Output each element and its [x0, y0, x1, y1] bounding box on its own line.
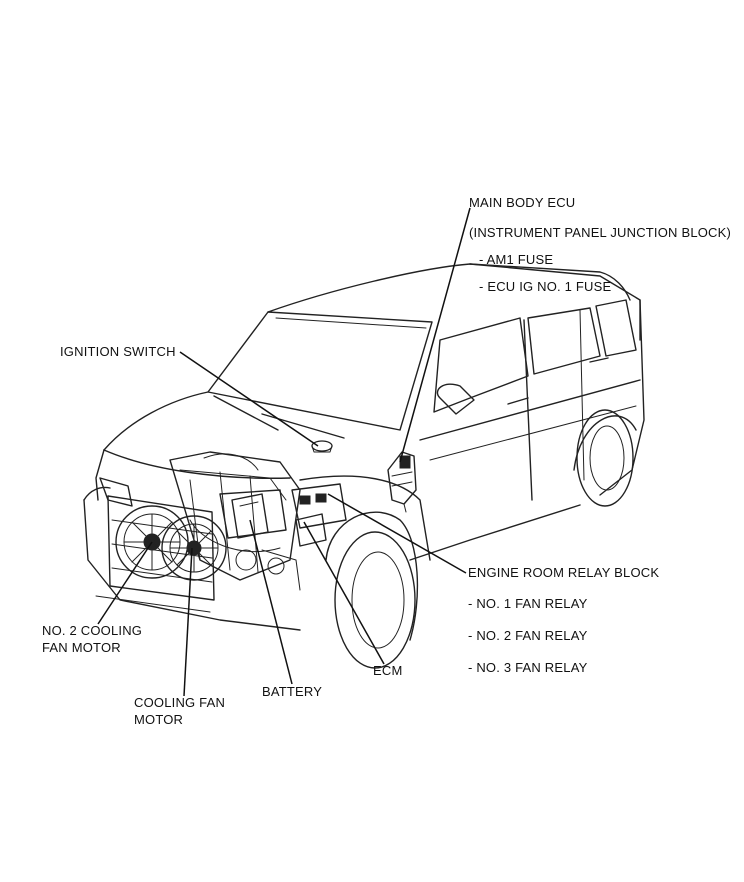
no2-cooling-fan-line2: FAN MOTOR — [42, 640, 121, 655]
car-body — [83, 263, 645, 669]
no2-cooling-fan-motor-label: NO. 2 COOLING FAN MOTOR — [42, 622, 142, 656]
engine-bay — [107, 451, 347, 601]
ignition-switch-text: IGNITION SWITCH — [60, 344, 176, 359]
ignition-switch-part — [311, 440, 333, 453]
cooling-fan-line2: MOTOR — [134, 712, 184, 727]
cooling-fan-motor-label: COOLING FAN MOTOR — [134, 694, 225, 728]
instrument-panel-jb-text: (INSTRUMENT PANEL JUNCTION BLOCK) — [469, 225, 732, 240]
main-body-ecu-text: MAIN BODY ECU — [469, 195, 576, 210]
cooling-fans — [115, 505, 227, 581]
fan-relay-3-label: - NO. 3 FAN RELAY — [468, 659, 587, 676]
battery-text: BATTERY — [262, 684, 323, 699]
leader-lines — [97, 207, 471, 697]
main-body-ecu-part — [387, 451, 417, 513]
ecu-ig-fuse-label: - ECU IG NO. 1 FUSE — [479, 278, 611, 295]
ecm-label: ECM — [373, 662, 403, 679]
instrument-panel-jb-label: (INSTRUMENT PANEL JUNCTION BLOCK) — [469, 224, 731, 241]
cooling-fan-line1: COOLING FAN — [134, 695, 226, 710]
ecu-ig-fuse-text: - ECU IG NO. 1 FUSE — [479, 279, 612, 294]
ecm-text: ECM — [373, 663, 403, 678]
fan-relay-2-text: - NO. 2 FAN RELAY — [468, 628, 588, 643]
engine-room-relay-block-text: ENGINE ROOM RELAY BLOCK — [468, 565, 660, 580]
am1-fuse-text: - AM1 FUSE — [479, 252, 554, 267]
fan-relay-2-label: - NO. 2 FAN RELAY — [468, 627, 587, 644]
ignition-switch-label: IGNITION SWITCH — [60, 343, 176, 360]
battery-label: BATTERY — [262, 683, 322, 700]
fan-relay-3-text: - NO. 3 FAN RELAY — [468, 660, 588, 675]
fan-relay-1-text: - NO. 1 FAN RELAY — [468, 596, 588, 611]
engine-room-relay-block-label: ENGINE ROOM RELAY BLOCK — [468, 564, 659, 581]
no2-cooling-fan-line1: NO. 2 COOLING — [42, 623, 143, 638]
main-body-ecu-label: MAIN BODY ECU — [469, 194, 575, 211]
fan-relay-1-label: - NO. 1 FAN RELAY — [468, 595, 587, 612]
am1-fuse-label: - AM1 FUSE — [479, 251, 553, 268]
